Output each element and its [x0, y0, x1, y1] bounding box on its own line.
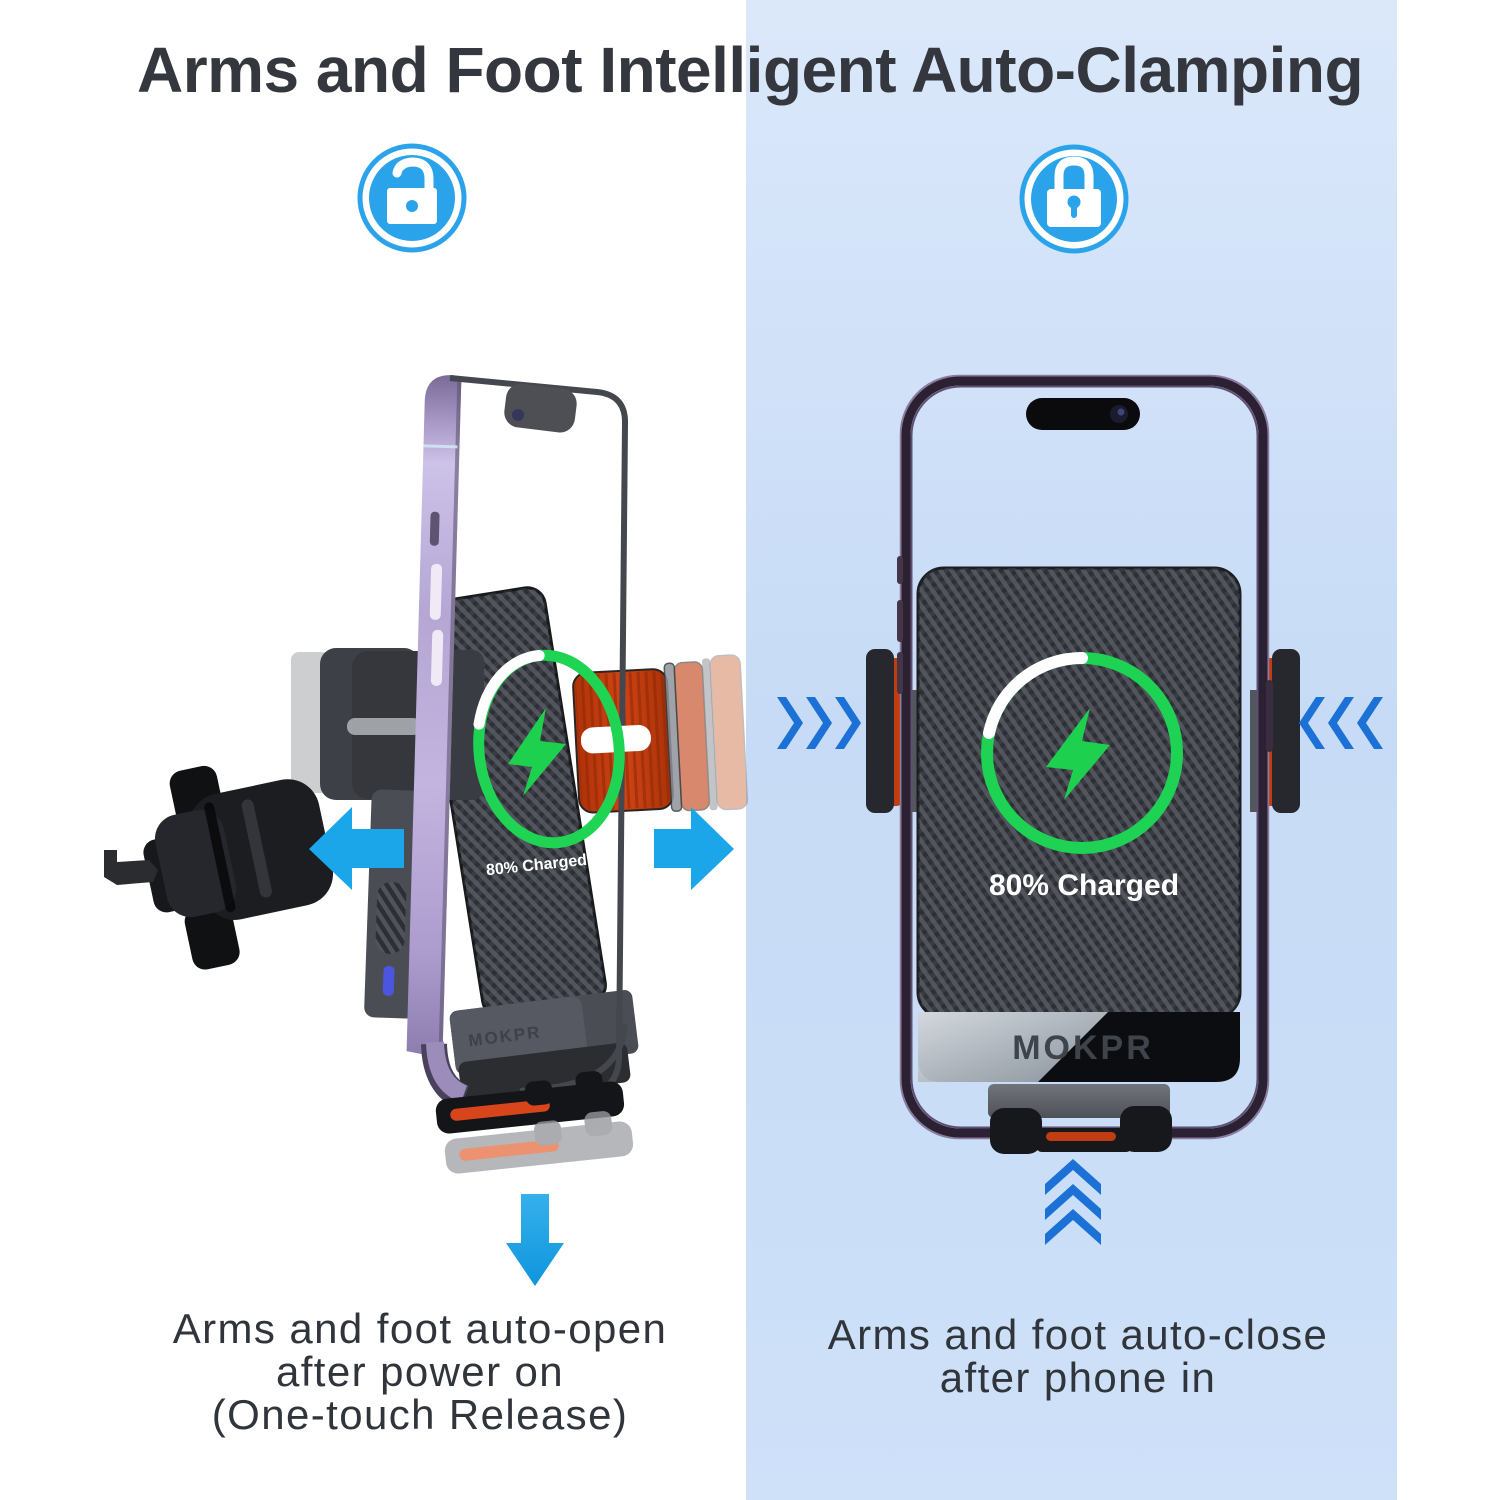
svg-text:80% Charged: 80% Charged — [989, 869, 1179, 902]
svg-text:MOKPR: MOKPR — [1012, 1029, 1154, 1067]
